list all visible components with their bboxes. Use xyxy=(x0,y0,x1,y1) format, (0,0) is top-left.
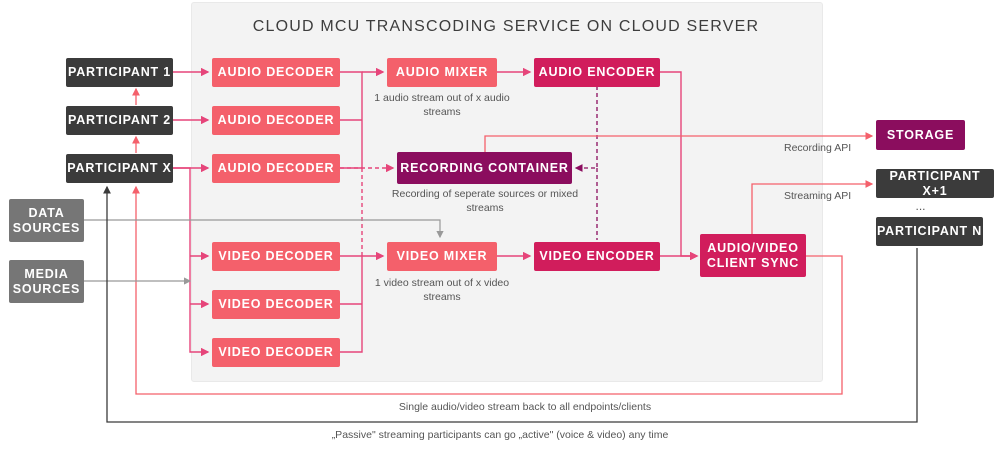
passive-loop-line xyxy=(103,185,918,423)
storage-label: STORAGE xyxy=(886,127,955,142)
passive-caption: „Passive" streaming participants can go … xyxy=(331,429,669,441)
streaming-api-label: Streaming API xyxy=(784,190,852,202)
audio-mixer-label: AUDIO MIXER xyxy=(395,65,489,79)
participant-x-label: PARTICIPANT X xyxy=(67,161,172,175)
audio-encoder-box[interactable]: AUDIO ENCODER xyxy=(534,58,660,87)
storage-box[interactable]: STORAGE xyxy=(876,120,965,150)
data-sources-label: DATA SOURCES xyxy=(12,205,81,235)
participant-x-plus-1-label: PARTICIPANT X+1 xyxy=(889,168,981,198)
audio-decoder-2[interactable]: AUDIO DECODER xyxy=(212,106,340,135)
recording-note: Recording of seperate sources or mixed s… xyxy=(391,188,579,214)
video-decoder-2-label: VIDEO DECODER xyxy=(218,297,334,311)
data-sources-line xyxy=(84,219,444,239)
audio-decoder-2-label: AUDIO DECODER xyxy=(217,113,335,127)
return-stream-line xyxy=(132,185,843,395)
streaming-api-line xyxy=(751,180,874,240)
audio-encoder-label: AUDIO ENCODER xyxy=(538,65,656,79)
video-mixer-note: 1 video stream out of x video streams xyxy=(374,277,510,303)
encoders-to-recording xyxy=(574,86,598,172)
recording-container-label: RECORDING CONTAINER xyxy=(400,160,569,175)
video-decoder-1[interactable]: VIDEO DECODER xyxy=(212,242,340,271)
participant-n-label: PARTICIPANT N xyxy=(876,224,983,238)
audio-decoder-1-label: AUDIO DECODER xyxy=(217,65,335,79)
participants-ellipsis: ... xyxy=(915,199,926,213)
audio-decoder-3-label: AUDIO DECODER xyxy=(217,161,335,175)
participant-n-box[interactable]: PARTICIPANT N xyxy=(876,217,983,246)
audio-decoder-1[interactable]: AUDIO DECODER xyxy=(212,58,340,87)
data-sources-box[interactable]: DATA SOURCES xyxy=(9,199,84,242)
media-sources-box[interactable]: MEDIA SOURCES xyxy=(9,260,84,303)
recording-container-box[interactable]: RECORDING CONTAINER xyxy=(397,152,572,184)
participant-x-box[interactable]: PARTICIPANT X xyxy=(66,154,173,183)
audio-mixer-box[interactable]: AUDIO MIXER xyxy=(387,58,497,87)
video-decoder-3-label: VIDEO DECODER xyxy=(218,345,334,359)
av-client-sync-box[interactable]: AUDIO/VIDEO CLIENT SYNC xyxy=(700,234,806,277)
audio-encoder-to-sync xyxy=(660,71,699,261)
participant-x-plus-1-box[interactable]: PARTICIPANT X+1 xyxy=(876,169,994,198)
video-encoder-box[interactable]: VIDEO ENCODER xyxy=(534,242,660,271)
diagram-title: CLOUD MCU TRANSCODING SERVICE ON CLOUD S… xyxy=(252,18,760,35)
av-client-sync-label: AUDIO/VIDEO CLIENT SYNC xyxy=(706,240,800,270)
video-encoder-label: VIDEO ENCODER xyxy=(539,249,655,263)
recording-api-line xyxy=(484,132,874,152)
video-decoder-2[interactable]: VIDEO DECODER xyxy=(212,290,340,319)
video-mixer-label: VIDEO MIXER xyxy=(396,249,488,263)
participant-2-label: PARTICIPANT 2 xyxy=(68,113,171,127)
recording-api-label: Recording API xyxy=(784,142,852,154)
px-to-video-decoders-bus xyxy=(173,167,210,357)
audio-decoder-3[interactable]: AUDIO DECODER xyxy=(212,154,340,183)
participant-1-box[interactable]: PARTICIPANT 1 xyxy=(66,58,173,87)
video-decoder-3[interactable]: VIDEO DECODER xyxy=(212,338,340,367)
video-mixer-box[interactable]: VIDEO MIXER xyxy=(387,242,497,271)
video-decoder-1-label: VIDEO DECODER xyxy=(218,249,334,263)
media-sources-label: MEDIA SOURCES xyxy=(12,266,81,296)
participant-1-label: PARTICIPANT 1 xyxy=(68,65,171,79)
participant-2-box[interactable]: PARTICIPANT 2 xyxy=(66,106,173,135)
single-stream-caption: Single audio/video stream back to all en… xyxy=(398,401,652,413)
audio-mixer-note: 1 audio stream out of x audio streams xyxy=(374,92,510,118)
